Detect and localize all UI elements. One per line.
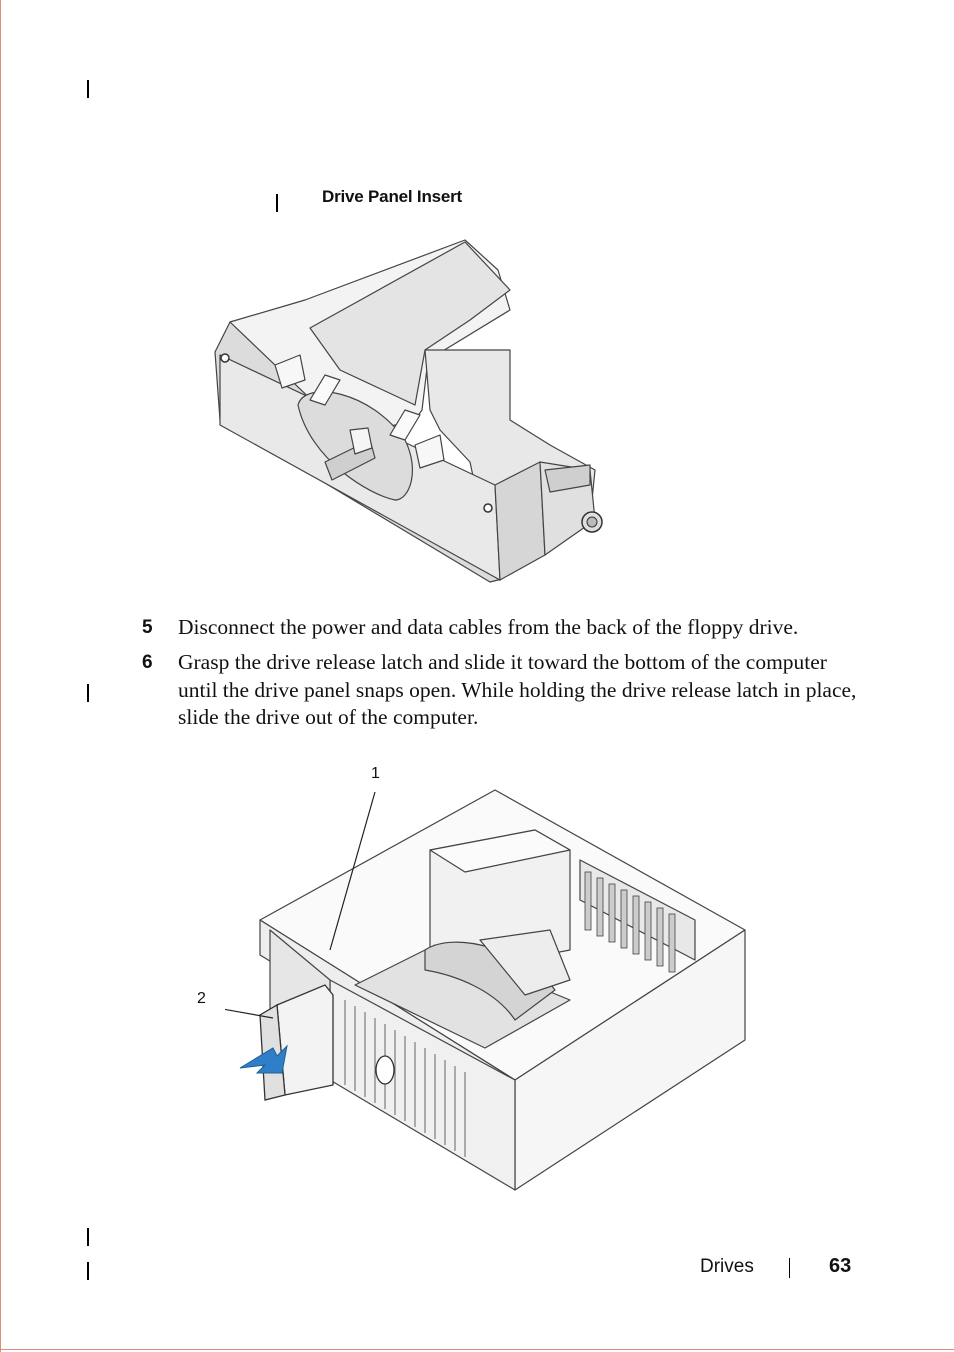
footer-section-title: Drives xyxy=(700,1256,754,1277)
computer-drive-removal-illustration xyxy=(225,789,746,1191)
step-number: 6 xyxy=(142,652,153,673)
callout-2: 2 xyxy=(197,990,206,1007)
change-bar xyxy=(87,80,89,98)
step-number: 5 xyxy=(142,617,153,638)
change-bar xyxy=(87,1262,89,1280)
page-border-bottom xyxy=(0,1349,954,1350)
step-6: 6 Grasp the drive release latch and slid… xyxy=(142,649,862,732)
step-text: Disconnect the power and data cables fro… xyxy=(178,615,799,639)
step-5: 5 Disconnect the power and data cables f… xyxy=(142,614,862,642)
footer-separator xyxy=(789,1258,790,1278)
change-bar xyxy=(87,1228,89,1246)
callout-1: 1 xyxy=(371,765,380,782)
change-bar xyxy=(87,684,89,702)
page-border-left xyxy=(0,0,1,1352)
change-bar xyxy=(276,194,278,212)
figure-caption: Drive Panel Insert xyxy=(322,187,463,206)
drive-panel-insert-illustration xyxy=(214,239,603,583)
page-number: 63 xyxy=(829,1255,852,1277)
step-text: Grasp the drive release latch and slide … xyxy=(178,650,857,729)
